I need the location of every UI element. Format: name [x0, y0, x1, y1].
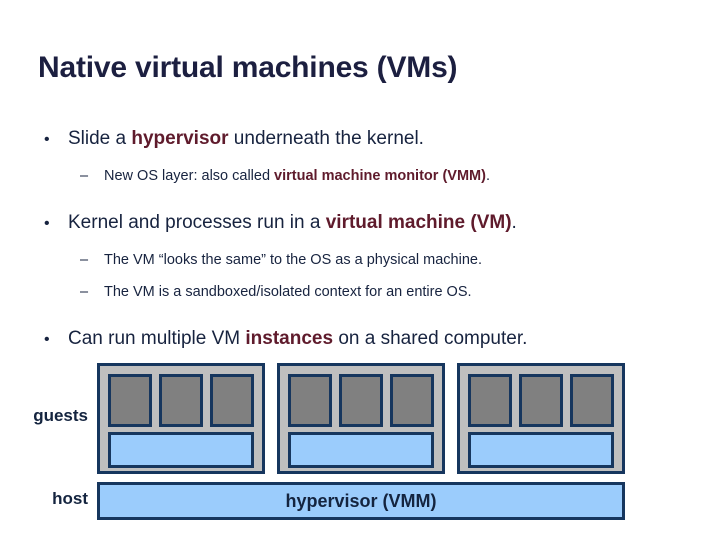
- process-box: [570, 374, 614, 427]
- process-box: [210, 374, 254, 427]
- process-box: [468, 374, 512, 427]
- guest-kernel-bar: [108, 432, 254, 468]
- bullet-list: • Slide a hypervisor underneath the kerne…: [0, 124, 720, 364]
- process-box: [339, 374, 383, 427]
- bullet-text-segment: .: [511, 212, 517, 233]
- bullet-item-level1: • Kernel and processes run in a virtual m…: [0, 208, 720, 239]
- bullet-text-segment: .: [485, 168, 490, 184]
- process-row: [468, 374, 614, 427]
- process-box: [519, 374, 563, 427]
- bullet-text-segment: on a shared computer.: [333, 328, 528, 349]
- guest-kernel-bar: [288, 432, 434, 468]
- guests-label: guests: [33, 406, 88, 425]
- bullet-dash-icon: –: [80, 284, 89, 300]
- process-box: [390, 374, 434, 427]
- bullet-dash-icon: –: [80, 252, 89, 268]
- bullet-dot-icon: •: [44, 215, 50, 232]
- bullet-text: Can run multiple VM instances on a share…: [68, 324, 720, 354]
- emphasis-term: virtual machine (VM): [325, 212, 512, 233]
- page-title: Native virtual machines (VMs): [38, 51, 458, 84]
- guest-kernel-bar: [468, 432, 614, 468]
- hypervisor-bar: hypervisor (VMM): [97, 482, 625, 520]
- hypervisor-bar-label: hypervisor (VMM): [285, 490, 437, 511]
- bullet-item-level1: • Slide a hypervisor underneath the kerne…: [0, 124, 720, 155]
- bullet-item-level2: –The VM is a sandboxed/isolated context …: [0, 280, 720, 304]
- process-row: [108, 374, 254, 427]
- bullet-item-level2: –The VM “looks the same” to the OS as a …: [0, 248, 720, 272]
- vm-architecture-diagram: guests host hypervisor (VMM): [0, 358, 720, 538]
- bullet-text: The VM “looks the same” to the OS as a p…: [104, 248, 720, 272]
- bullet-text: Slide a hypervisor underneath the kernel…: [68, 124, 720, 154]
- bullet-item-level1: • Can run multiple VM instances on a shar…: [0, 324, 720, 355]
- bullet-text-segment: Kernel and processes run in a: [68, 212, 326, 233]
- guest-vm-box: [277, 363, 445, 474]
- bullet-text: New OS layer: also called virtual machin…: [104, 164, 720, 188]
- bullet-text: Kernel and processes run in a virtual ma…: [68, 208, 720, 238]
- bullet-dash-icon: –: [80, 168, 89, 184]
- process-row: [288, 374, 434, 427]
- bullet-text-segment: New OS layer: also called: [104, 168, 275, 184]
- emphasis-term: instances: [245, 328, 334, 349]
- process-box: [288, 374, 332, 427]
- process-box: [159, 374, 203, 427]
- bullet-text: The VM is a sandboxed/isolated context f…: [104, 280, 720, 304]
- process-box: [108, 374, 152, 427]
- emphasis-term: virtual machine monitor (VMM): [274, 168, 486, 184]
- bullet-text-segment: underneath the kernel.: [228, 128, 424, 149]
- bullet-item-level2: –New OS layer: also called virtual machi…: [0, 164, 720, 188]
- bullet-text-segment: Can run multiple VM: [68, 328, 246, 349]
- bullet-text-segment: Slide a: [68, 128, 132, 149]
- guest-vm-box: [97, 363, 265, 474]
- host-label: host: [52, 489, 88, 508]
- bullet-dot-icon: •: [44, 131, 50, 148]
- guest-vm-box: [457, 363, 625, 474]
- emphasis-term: hypervisor: [131, 128, 229, 149]
- bullet-text-segment: The VM is a sandboxed/isolated context f…: [104, 284, 472, 300]
- bullet-dot-icon: •: [44, 331, 50, 348]
- bullet-text-segment: The VM “looks the same” to the OS as a p…: [104, 252, 482, 268]
